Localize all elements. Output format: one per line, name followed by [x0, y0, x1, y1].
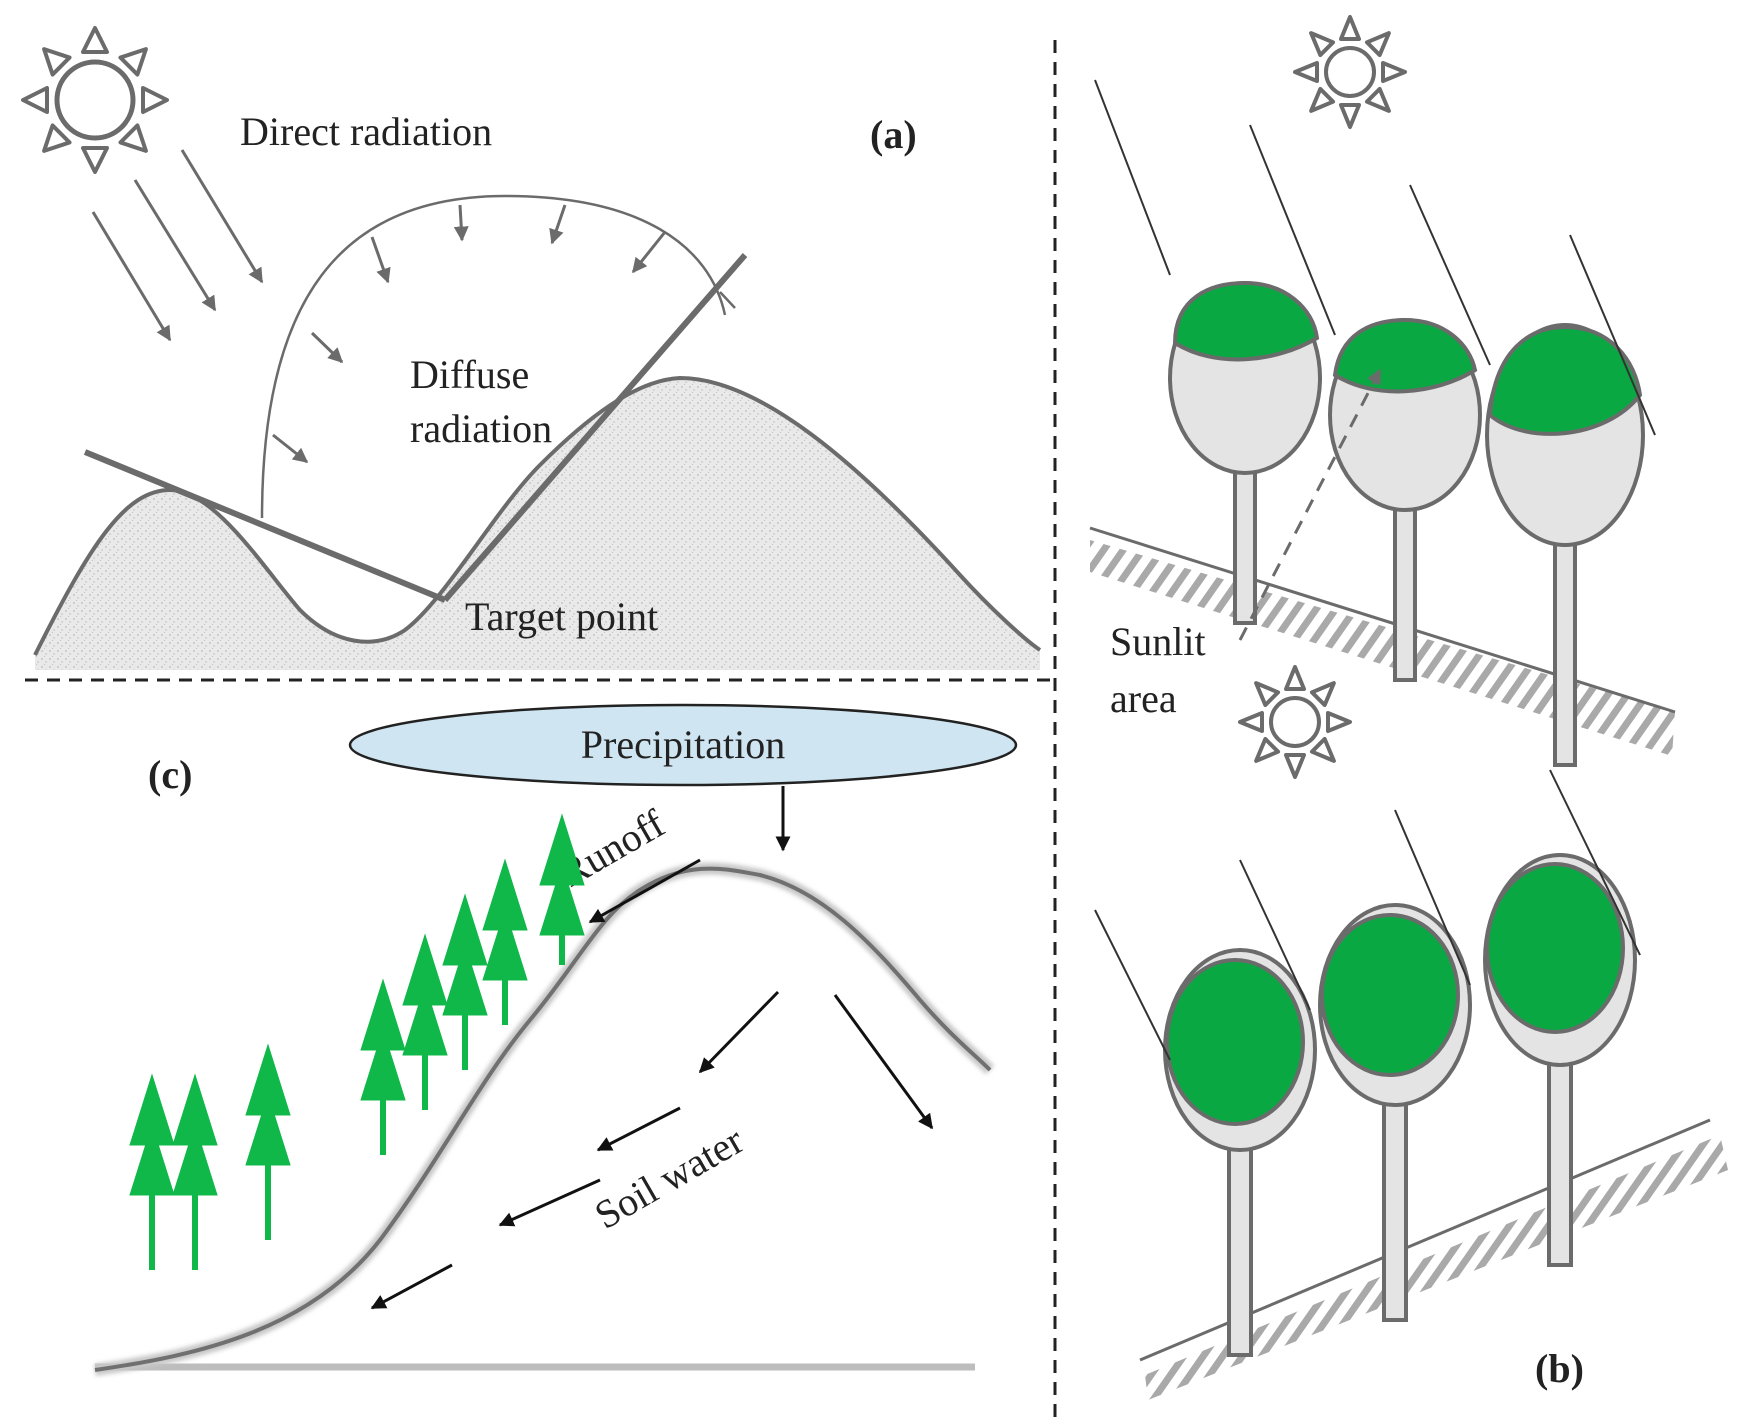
- sun-icon-upper: [1293, 15, 1407, 129]
- sky-dome: [260, 194, 727, 519]
- upper-ground-line: [1089, 526, 1676, 714]
- sun-rays-upper: [1094, 79, 1656, 436]
- diffuse-arrow: [631, 231, 667, 274]
- tree: [1483, 853, 1637, 1267]
- tree: [1163, 948, 1317, 1357]
- diffuse-label-line1: Diffuse: [410, 352, 529, 397]
- sun-rays-lower: [1094, 769, 1641, 1061]
- panel-c-label: (c): [148, 752, 192, 797]
- tree: [1318, 903, 1472, 1322]
- diffuse-arrow: [549, 204, 567, 245]
- diffuse-arrow: [272, 433, 309, 464]
- hill-slope-shadow: [94, 862, 995, 1376]
- conifer-tree-icon: [539, 813, 585, 965]
- lower-trees: [1163, 853, 1637, 1357]
- conifer-trees: [129, 813, 585, 1270]
- sunlit-label-line2: area: [1110, 676, 1177, 721]
- soil-arrow: [698, 990, 780, 1074]
- horizon-line-left: [83, 449, 447, 603]
- conifer-tree-icon: [245, 1043, 291, 1240]
- conifer-tree-icon: [482, 858, 528, 1025]
- diffuse-arrow: [453, 204, 469, 242]
- conifer-tree-icon: [360, 978, 406, 1155]
- direct-arrow: [91, 211, 172, 342]
- horizon-line-right: [442, 253, 748, 602]
- conifer-tree-icon: [402, 933, 448, 1110]
- panel-a: Direct radiation Diffuse radiation Targe…: [21, 26, 1042, 670]
- panel-c: Precipitation (c) Runoff Soil water: [94, 703, 1018, 1376]
- upper-trees: [1168, 280, 1645, 767]
- tree: [1168, 280, 1322, 625]
- lower-ground-line: [1139, 1118, 1711, 1362]
- soil-water-arrows: [370, 990, 934, 1310]
- dome-tick: [719, 291, 736, 309]
- direct-arrow: [133, 179, 217, 312]
- tree: [1328, 317, 1482, 682]
- panel-a-label: (a): [870, 112, 917, 157]
- terrain-hills: [35, 378, 1040, 670]
- diffuse-arrow: [370, 236, 391, 284]
- direct-radiation-label: Direct radiation: [240, 109, 492, 154]
- sunlit-pointer: [1238, 368, 1382, 641]
- hill-slope: [94, 866, 992, 1372]
- soil-arrow: [596, 1106, 681, 1152]
- diffuse-label-line2: radiation: [410, 406, 552, 451]
- sunlit-label-line1: Sunlit: [1110, 619, 1206, 664]
- conifer-tree-icon: [129, 1073, 175, 1270]
- sun-icon: [21, 26, 169, 174]
- direct-arrow: [180, 149, 264, 284]
- conifer-tree-icon: [442, 893, 488, 1070]
- conifer-tree-icon: [172, 1073, 218, 1270]
- panel-b-label: (b): [1535, 1346, 1584, 1391]
- tree: [1485, 323, 1645, 767]
- precipitation-cloud: [348, 703, 1018, 787]
- diffuse-arrow: [310, 331, 344, 364]
- soil-arrow: [498, 1178, 601, 1227]
- soil-water-label: Soil water: [587, 1117, 751, 1238]
- runoff-arrow: [588, 858, 701, 924]
- diffuse-arrows: [272, 204, 667, 464]
- direct-arrows: [91, 149, 264, 342]
- target-point-label: Target point: [465, 594, 658, 639]
- lower-ground-hatch: [1145, 1135, 1728, 1400]
- soil-arrow: [370, 1263, 453, 1310]
- precipitation-label: Precipitation: [581, 722, 785, 767]
- soil-arrow: [833, 994, 934, 1130]
- panel-b: Sunlit area: [1089, 15, 1728, 1400]
- sun-icon-lower: [1238, 665, 1352, 779]
